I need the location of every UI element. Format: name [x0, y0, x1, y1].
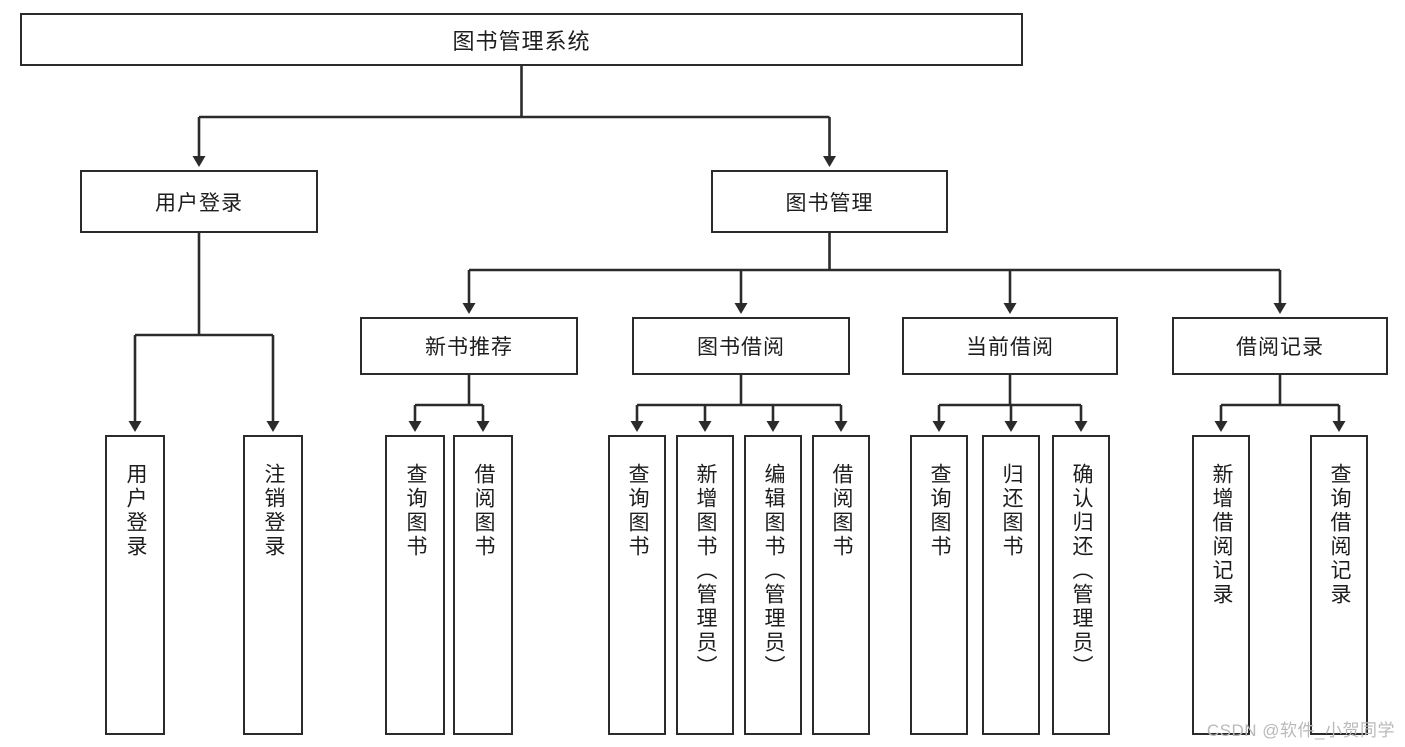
- node-leaf-borrow-book-2: 借阅图书: [812, 435, 870, 735]
- node-leaf-logout: 注销登录: [243, 435, 303, 735]
- node-label: 查询借阅记录: [1328, 463, 1352, 607]
- node-root: 图书管理系统: [20, 13, 1023, 66]
- watermark: CSDN @软件_小贺同学: [1206, 721, 1395, 740]
- node-label: 查询图书: [928, 463, 952, 559]
- node-label: 注销登录: [262, 463, 286, 559]
- node-label: 归还图书: [1000, 463, 1024, 559]
- node-label: 新书推荐: [425, 336, 513, 359]
- node-label: 借阅记录: [1236, 336, 1324, 359]
- node-leaf-user-login: 用户登录: [105, 435, 165, 735]
- node-records: 借阅记录: [1172, 317, 1388, 375]
- node-leaf-add-book: 新增图书（管理员）: [676, 435, 734, 735]
- node-label: 查询图书: [404, 463, 428, 559]
- node-leaf-borrow-book-1: 借阅图书: [453, 435, 513, 735]
- node-label: 图书借阅: [697, 336, 785, 359]
- node-label: 用户登录: [155, 191, 243, 215]
- node-current: 当前借阅: [902, 317, 1118, 375]
- node-leaf-edit-book: 编辑图书（管理员）: [744, 435, 802, 735]
- node-label: 借阅图书: [830, 463, 854, 559]
- node-leaf-query-book-1: 查询图书: [385, 435, 445, 735]
- node-leaf-confirm-return: 确认归还（管理员）: [1052, 435, 1110, 735]
- node-leaf-return-book: 归还图书: [982, 435, 1040, 735]
- node-leaf-add-record: 新增借阅记录: [1192, 435, 1250, 735]
- node-label: 新增图书（管理员）: [694, 463, 718, 679]
- node-label: 借阅图书: [472, 463, 496, 559]
- node-leaf-query-book-2: 查询图书: [608, 435, 666, 735]
- node-borrow: 图书借阅: [632, 317, 850, 375]
- node-login: 用户登录: [80, 170, 318, 233]
- node-label: 查询图书: [626, 463, 650, 559]
- node-newbook: 新书推荐: [360, 317, 578, 375]
- node-bookmgmt: 图书管理: [711, 170, 948, 233]
- node-label: 当前借阅: [966, 336, 1054, 359]
- node-leaf-query-record: 查询借阅记录: [1310, 435, 1368, 735]
- node-label: 编辑图书（管理员）: [762, 463, 786, 679]
- node-label: 确认归还（管理员）: [1070, 463, 1094, 679]
- node-label: 新增借阅记录: [1210, 463, 1234, 607]
- node-label: 用户登录: [124, 463, 148, 559]
- node-label: 图书管理系统: [452, 28, 591, 54]
- node-leaf-query-book-3: 查询图书: [910, 435, 968, 735]
- node-label: 图书管理: [785, 191, 874, 215]
